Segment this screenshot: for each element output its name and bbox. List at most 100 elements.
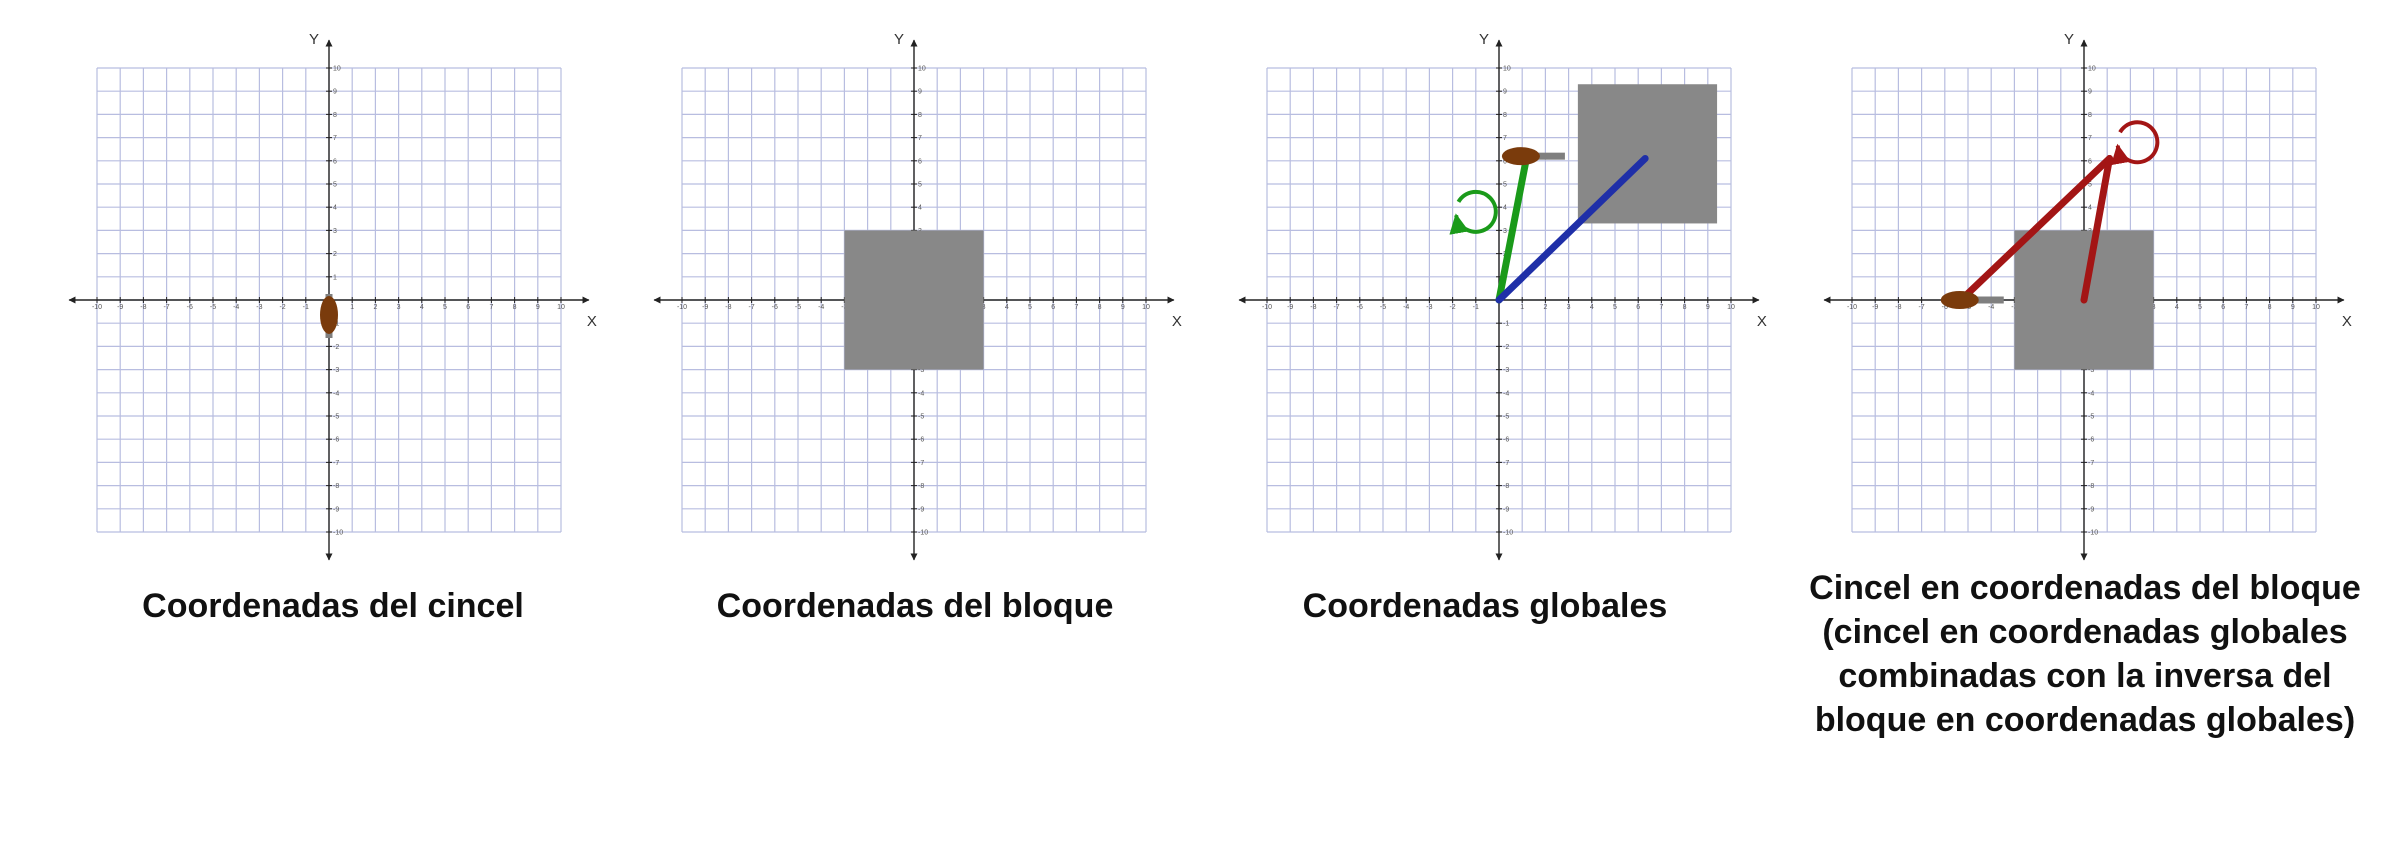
y-tick-label: -8 [918,483,924,490]
y-tick-label: -4 [333,390,339,397]
y-tick-label: -3 [2088,367,2094,374]
panel-4: XY-10-10-9-9-8-8-7-7-6-6-5-5-4-4-3-3-2-2… [1823,31,2352,561]
y-tick-label: 5 [333,182,337,189]
y-tick-label: -10 [2088,530,2098,537]
x-tick-label: -6 [1357,304,1363,311]
panel-2-caption: Coordenadas del bloque [716,587,1114,625]
y-tick-label: 7 [2088,135,2092,142]
y-tick-label: 5 [1503,182,1507,189]
x-tick-label: -8 [725,304,731,311]
chisel [1501,147,1565,166]
y-tick-label: 4 [1503,205,1507,212]
x-tick-label: -6 [187,304,193,311]
block-square [844,230,984,370]
y-tick-label: 10 [918,66,926,73]
x-tick-label: -2 [279,304,285,311]
x-tick-label: -5 [1380,304,1386,311]
x-tick-label: -1 [303,304,309,311]
y-tick-label: 4 [333,205,337,212]
y-tick-label: -9 [333,506,339,513]
x-tick-label: 1 [350,304,354,311]
x-tick-label: 3 [982,304,986,311]
y-tick-label: -5 [918,414,924,421]
x-tick-label: -7 [748,304,754,311]
x-tick-label: 4 [1005,304,1009,311]
y-tick-label: -6 [918,437,924,444]
panel-4-caption: Cincel en coordenadas del bloque (cincel… [1809,569,2361,739]
y-tick-label: -4 [918,390,924,397]
y-tick-label: -8 [1503,483,1509,490]
x-tick-label: -9 [702,304,708,311]
x-tick-label: -8 [1310,304,1316,311]
x-tick-label: 10 [2312,304,2320,311]
x-axis-label: X [1172,313,1182,330]
x-tick-label: 7 [489,304,493,311]
y-tick-label: 7 [333,135,337,142]
y-tick-label: -1 [1503,321,1509,328]
y-axis-label: Y [1479,31,1489,48]
red-vector-short [2080,154,2114,304]
y-tick-label: -7 [1503,460,1509,467]
y-tick-label: 5 [918,182,922,189]
x-tick-label: 7 [2244,304,2248,311]
blue-vector [1495,154,1649,304]
y-tick-label: 10 [333,66,341,73]
x-tick-label: -6 [772,304,778,311]
y-tick-label: -7 [918,460,924,467]
y-axis-label: Y [2064,31,2074,48]
y-tick-label: 1 [333,274,337,281]
y-axis-label: Y [894,31,904,48]
x-tick-label: -4 [233,304,239,311]
x-tick-label: 3 [2152,304,2156,311]
x-tick-label: 5 [2198,304,2202,311]
y-tick-label: -2 [1503,344,1509,351]
y-tick-label: 6 [2088,158,2092,165]
x-tick-label: 2 [1543,304,1547,311]
x-tick-label: 6 [1636,304,1640,311]
y-tick-label: -3 [1503,367,1509,374]
y-tick-label: 8 [333,112,337,119]
x-tick-label: -10 [1262,304,1272,311]
y-tick-label: -8 [333,483,339,490]
x-tick-label: -4 [818,304,824,311]
y-tick-label: -9 [2088,506,2094,513]
y-tick-label: -8 [2088,483,2094,490]
x-tick-label: 3 [1567,304,1571,311]
y-tick-label: 3 [1503,228,1507,235]
x-tick-label: -1 [1473,304,1479,311]
y-tick-label: -10 [1503,530,1513,537]
x-tick-label: 9 [536,304,540,311]
x-tick-label: 10 [1142,304,1150,311]
rotation-arrow-icon [2110,120,2160,166]
y-tick-label: -4 [1503,390,1509,397]
y-tick-label: -5 [1503,414,1509,421]
y-tick-label: 6 [1503,158,1507,165]
y-tick-label: 10 [2088,66,2096,73]
x-tick-label: -5 [795,304,801,311]
x-tick-label: 5 [1028,304,1032,311]
x-tick-label: -10 [677,304,687,311]
y-tick-label: 8 [2088,112,2092,119]
x-tick-label: -2 [1449,304,1455,311]
x-tick-label: 8 [1098,304,1102,311]
chisel-handle [320,296,338,334]
panel-1-caption: Coordenadas del cincel [142,587,524,625]
x-tick-label: 4 [2175,304,2179,311]
y-tick-label: 9 [2088,89,2092,96]
y-tick-label: -3 [333,367,339,374]
y-tick-label: -4 [2088,390,2094,397]
y-tick-label: 6 [918,158,922,165]
y-tick-label: -3 [918,367,924,374]
green-vector [1495,152,1531,304]
x-tick-label: -7 [1918,304,1924,311]
x-tick-label: 6 [466,304,470,311]
x-tick-label: 10 [557,304,565,311]
x-tick-label: 4 [420,304,424,311]
y-tick-label: 10 [1503,66,1511,73]
y-tick-label: -6 [333,437,339,444]
y-tick-label: 9 [1503,89,1507,96]
x-tick-label: 7 [1659,304,1663,311]
x-tick-label: 6 [2221,304,2225,311]
y-tick-label: -7 [2088,460,2094,467]
